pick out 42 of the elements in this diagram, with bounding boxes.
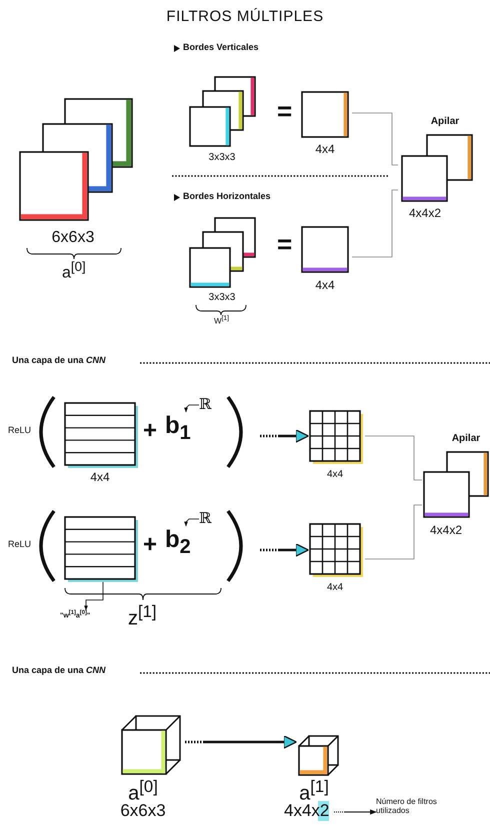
dimension-label: 6x6x3 — [52, 229, 94, 248]
dimension-label: 4x4x2 — [408, 207, 442, 221]
equals-sign: = — [277, 97, 292, 127]
connector-line — [352, 112, 398, 166]
step-label: Apilar — [452, 433, 480, 444]
set-symbol: ℝ — [199, 510, 212, 528]
connector-line — [364, 504, 422, 560]
section-heading: Una capa de una CNN — [12, 665, 106, 676]
set-symbol: ℝ — [199, 396, 212, 414]
connector-line — [352, 190, 398, 258]
dimension-label: 4x4x2 — [284, 801, 330, 821]
dimension-label: 4x4 — [315, 279, 335, 293]
section-heading: Bordes Verticales — [183, 42, 259, 52]
arrow — [260, 429, 309, 443]
function-label: ReLU — [8, 425, 32, 436]
connector-line — [364, 436, 422, 480]
function-label: ReLU — [8, 539, 32, 550]
dimension-label: 4x4 — [90, 471, 110, 485]
section-heading: Una capa de una CNN — [12, 355, 106, 366]
arrow — [260, 543, 309, 557]
dimension-label: 4x4 — [326, 469, 344, 480]
note-text: Número de filtros utilizados — [376, 798, 438, 816]
dimension-label: 4x4x2 — [430, 524, 462, 538]
dimension-label: 4x4 — [326, 582, 344, 594]
arrow — [185, 735, 297, 749]
bias-term: b$_{1}$ — [165, 412, 191, 445]
arrow — [334, 809, 377, 815]
step-label: Apilar — [430, 116, 460, 128]
dimension-label: 4x4 — [315, 143, 335, 157]
bias-term: b$_{2}$ — [165, 526, 191, 559]
dimension-label: 3x3x3 — [208, 292, 236, 304]
section-heading: Bordes Horizontales — [183, 191, 271, 202]
variable-label: z$^{[1]}$ — [128, 602, 157, 631]
hook-arrow — [184, 518, 200, 526]
variable-label: a$^{[0]}$ — [62, 259, 86, 283]
hook-arrow — [184, 404, 200, 412]
plus-sign: + — [143, 417, 158, 445]
variable-label: W$^{[1]}$ — [214, 315, 229, 326]
equals-sign: = — [277, 230, 292, 260]
title: FILTROS MÚLTIPLES — [166, 8, 324, 26]
plus-sign: + — [143, 531, 158, 559]
dimension-label: 3x3x3 — [208, 152, 236, 164]
